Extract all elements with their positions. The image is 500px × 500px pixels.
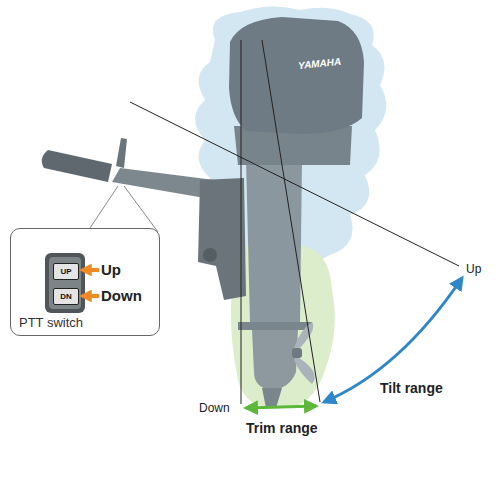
propeller-blade	[294, 322, 313, 352]
gearcase	[252, 330, 298, 390]
trim-range-arrow	[246, 406, 316, 408]
propeller-hub	[292, 348, 302, 358]
inset-box: PTT switch UP DN	[10, 228, 160, 336]
switch-label: Up	[101, 261, 121, 278]
switch-bezel	[49, 257, 81, 309]
range-label: Trim range	[246, 420, 318, 436]
trim-down-line	[241, 40, 242, 404]
tilt-range-arrow	[324, 278, 462, 402]
trim-up-line	[262, 40, 320, 402]
leader-line	[90, 186, 118, 228]
propeller-blade	[294, 356, 315, 384]
switch-label: Down	[101, 287, 142, 304]
cavitation-plate	[238, 322, 312, 330]
clamp-screw	[203, 248, 217, 262]
switch-button: UP	[53, 263, 79, 280]
midsection	[246, 160, 302, 322]
tiller-grip	[42, 150, 112, 182]
range-label: Tilt range	[380, 380, 443, 396]
switch-button: DN	[53, 288, 79, 305]
button-text: DN	[60, 292, 72, 301]
position-label: Up	[466, 262, 481, 276]
leader-line	[124, 186, 158, 232]
inset-caption: PTT switch	[19, 315, 151, 330]
position-label: Down	[199, 401, 230, 415]
clamp-bracket	[198, 178, 246, 300]
up-pointer-arrow	[84, 268, 99, 272]
button-text: UP	[60, 267, 71, 276]
throttle-lever	[116, 138, 127, 168]
down-pointer-arrow	[84, 294, 99, 298]
skeg	[262, 388, 282, 408]
top-cowling	[229, 17, 364, 134]
switch-panel	[45, 253, 85, 313]
